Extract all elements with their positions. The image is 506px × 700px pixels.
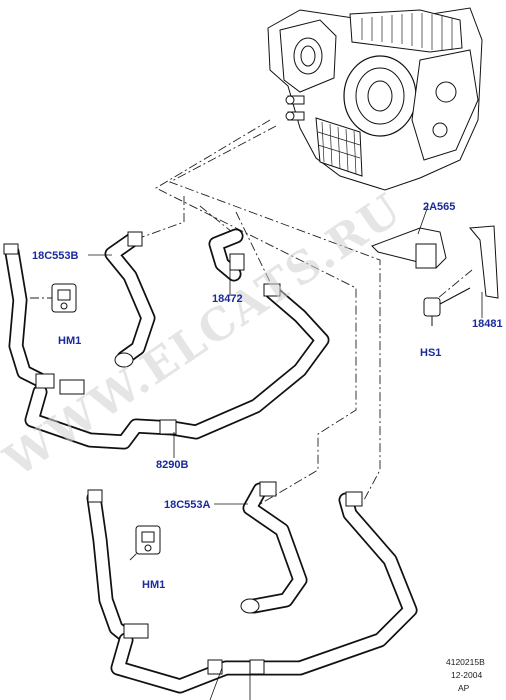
callout-18481: 18481 [472,318,503,330]
sensor-hs1 [423,287,471,326]
callout-18c553a: 18C553A [164,499,211,511]
connection-lines [30,119,473,561]
callout-18472: 18472 [212,293,243,305]
drawing-date: 12-2004 [451,670,482,680]
drawing-revision: AP [458,683,470,693]
callout-hs1: HS1 [420,347,441,359]
callout-2a565: 2A565 [423,201,455,213]
drawing-number: 4120215B [446,657,485,667]
callout-labels: 2A565 18C553B 18472 HM1 HS1 18481 8290B … [32,201,503,591]
drawing-footer: 4120215B 12-2004 AP [446,657,485,693]
callout-hm1-top: HM1 [58,335,81,347]
callout-hm1-bottom: HM1 [142,579,165,591]
callout-18c553b: 18C553B [32,250,79,262]
leader-lines [88,205,483,700]
bracket-2a565 [371,225,499,299]
upper-hose-assembly [3,228,330,450]
lower-hose-assembly [86,481,418,694]
callout-8290b: 8290B [156,459,188,471]
heater-housing [267,7,483,191]
